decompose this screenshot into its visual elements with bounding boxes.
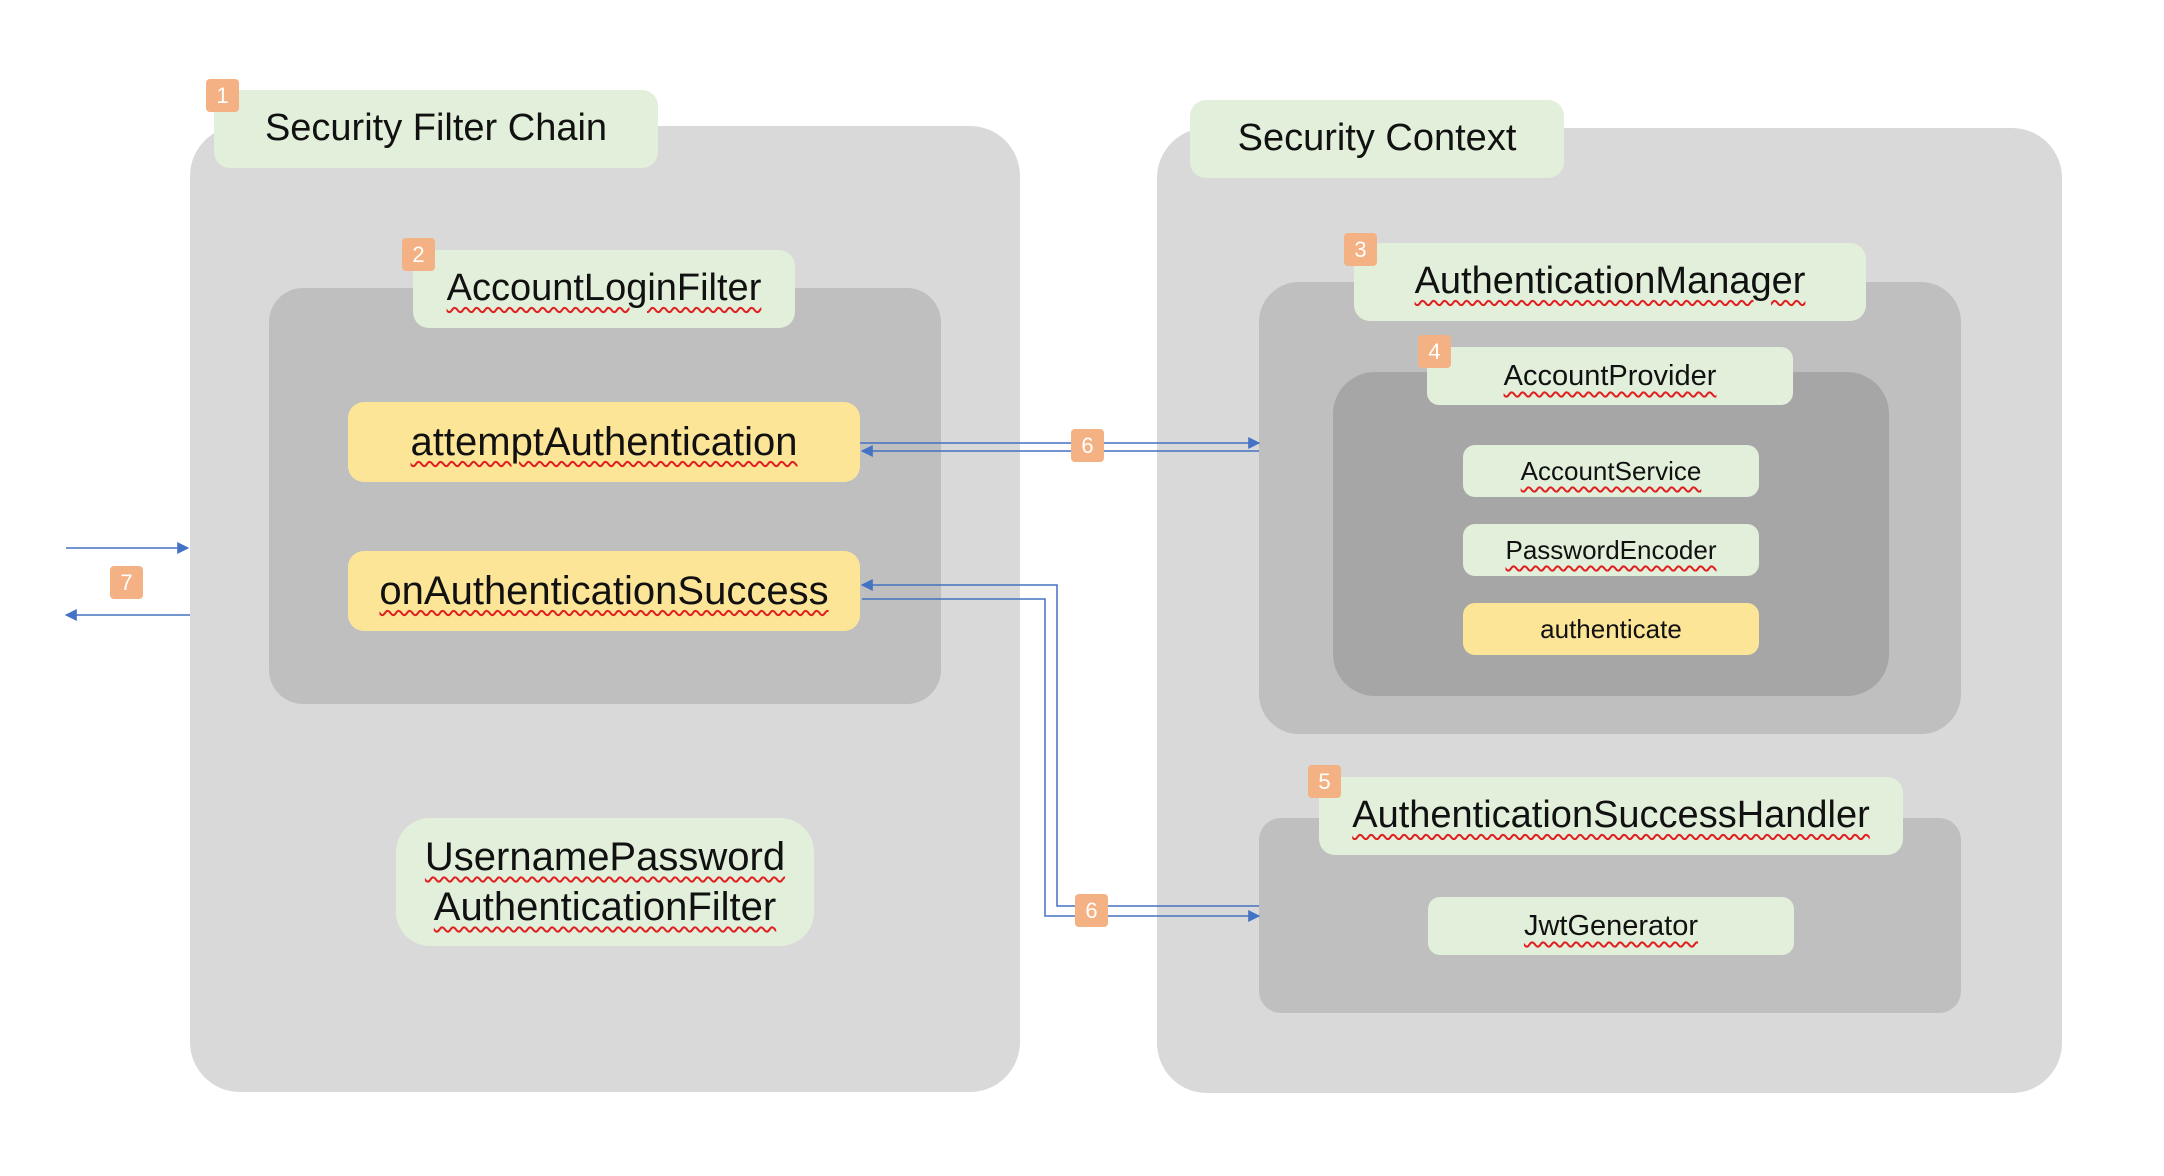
success-handler-title: AuthenticationSuccessHandler [1319, 777, 1903, 855]
attempt-authentication-method: attemptAuthentication [348, 402, 860, 482]
username-password-authentication-filter: UsernamePassword AuthenticationFilter [396, 818, 814, 946]
step-badge-6-authenticate: 6 [1071, 429, 1104, 462]
account-provider-title: AccountProvider [1427, 347, 1793, 405]
step-badge-2: 2 [402, 238, 435, 271]
step-badge-4: 4 [1418, 335, 1451, 368]
step-badge-1: 1 [206, 79, 239, 112]
security-filter-chain-title: Security Filter Chain [214, 90, 658, 168]
step-badge-7: 7 [110, 566, 143, 599]
authenticate-method: authenticate [1463, 603, 1759, 655]
step-badge-5: 5 [1308, 765, 1341, 798]
handler-to-success-arrow [860, 579, 1259, 907]
success-to-handler-arrow [862, 598, 1261, 922]
password-encoder-item: PasswordEncoder [1463, 524, 1759, 576]
jwt-generator-item: JwtGenerator [1428, 897, 1794, 955]
authentication-manager-title: AuthenticationManager [1354, 243, 1866, 321]
on-authentication-success-method: onAuthenticationSuccess [348, 551, 860, 631]
step-badge-3: 3 [1344, 233, 1377, 266]
step-badge-6-success: 6 [1075, 894, 1108, 927]
account-login-filter-box [269, 288, 941, 704]
account-service-item: AccountService [1463, 445, 1759, 497]
security-context-title: Security Context [1190, 100, 1564, 178]
account-login-filter-title: AccountLoginFilter [413, 250, 795, 328]
